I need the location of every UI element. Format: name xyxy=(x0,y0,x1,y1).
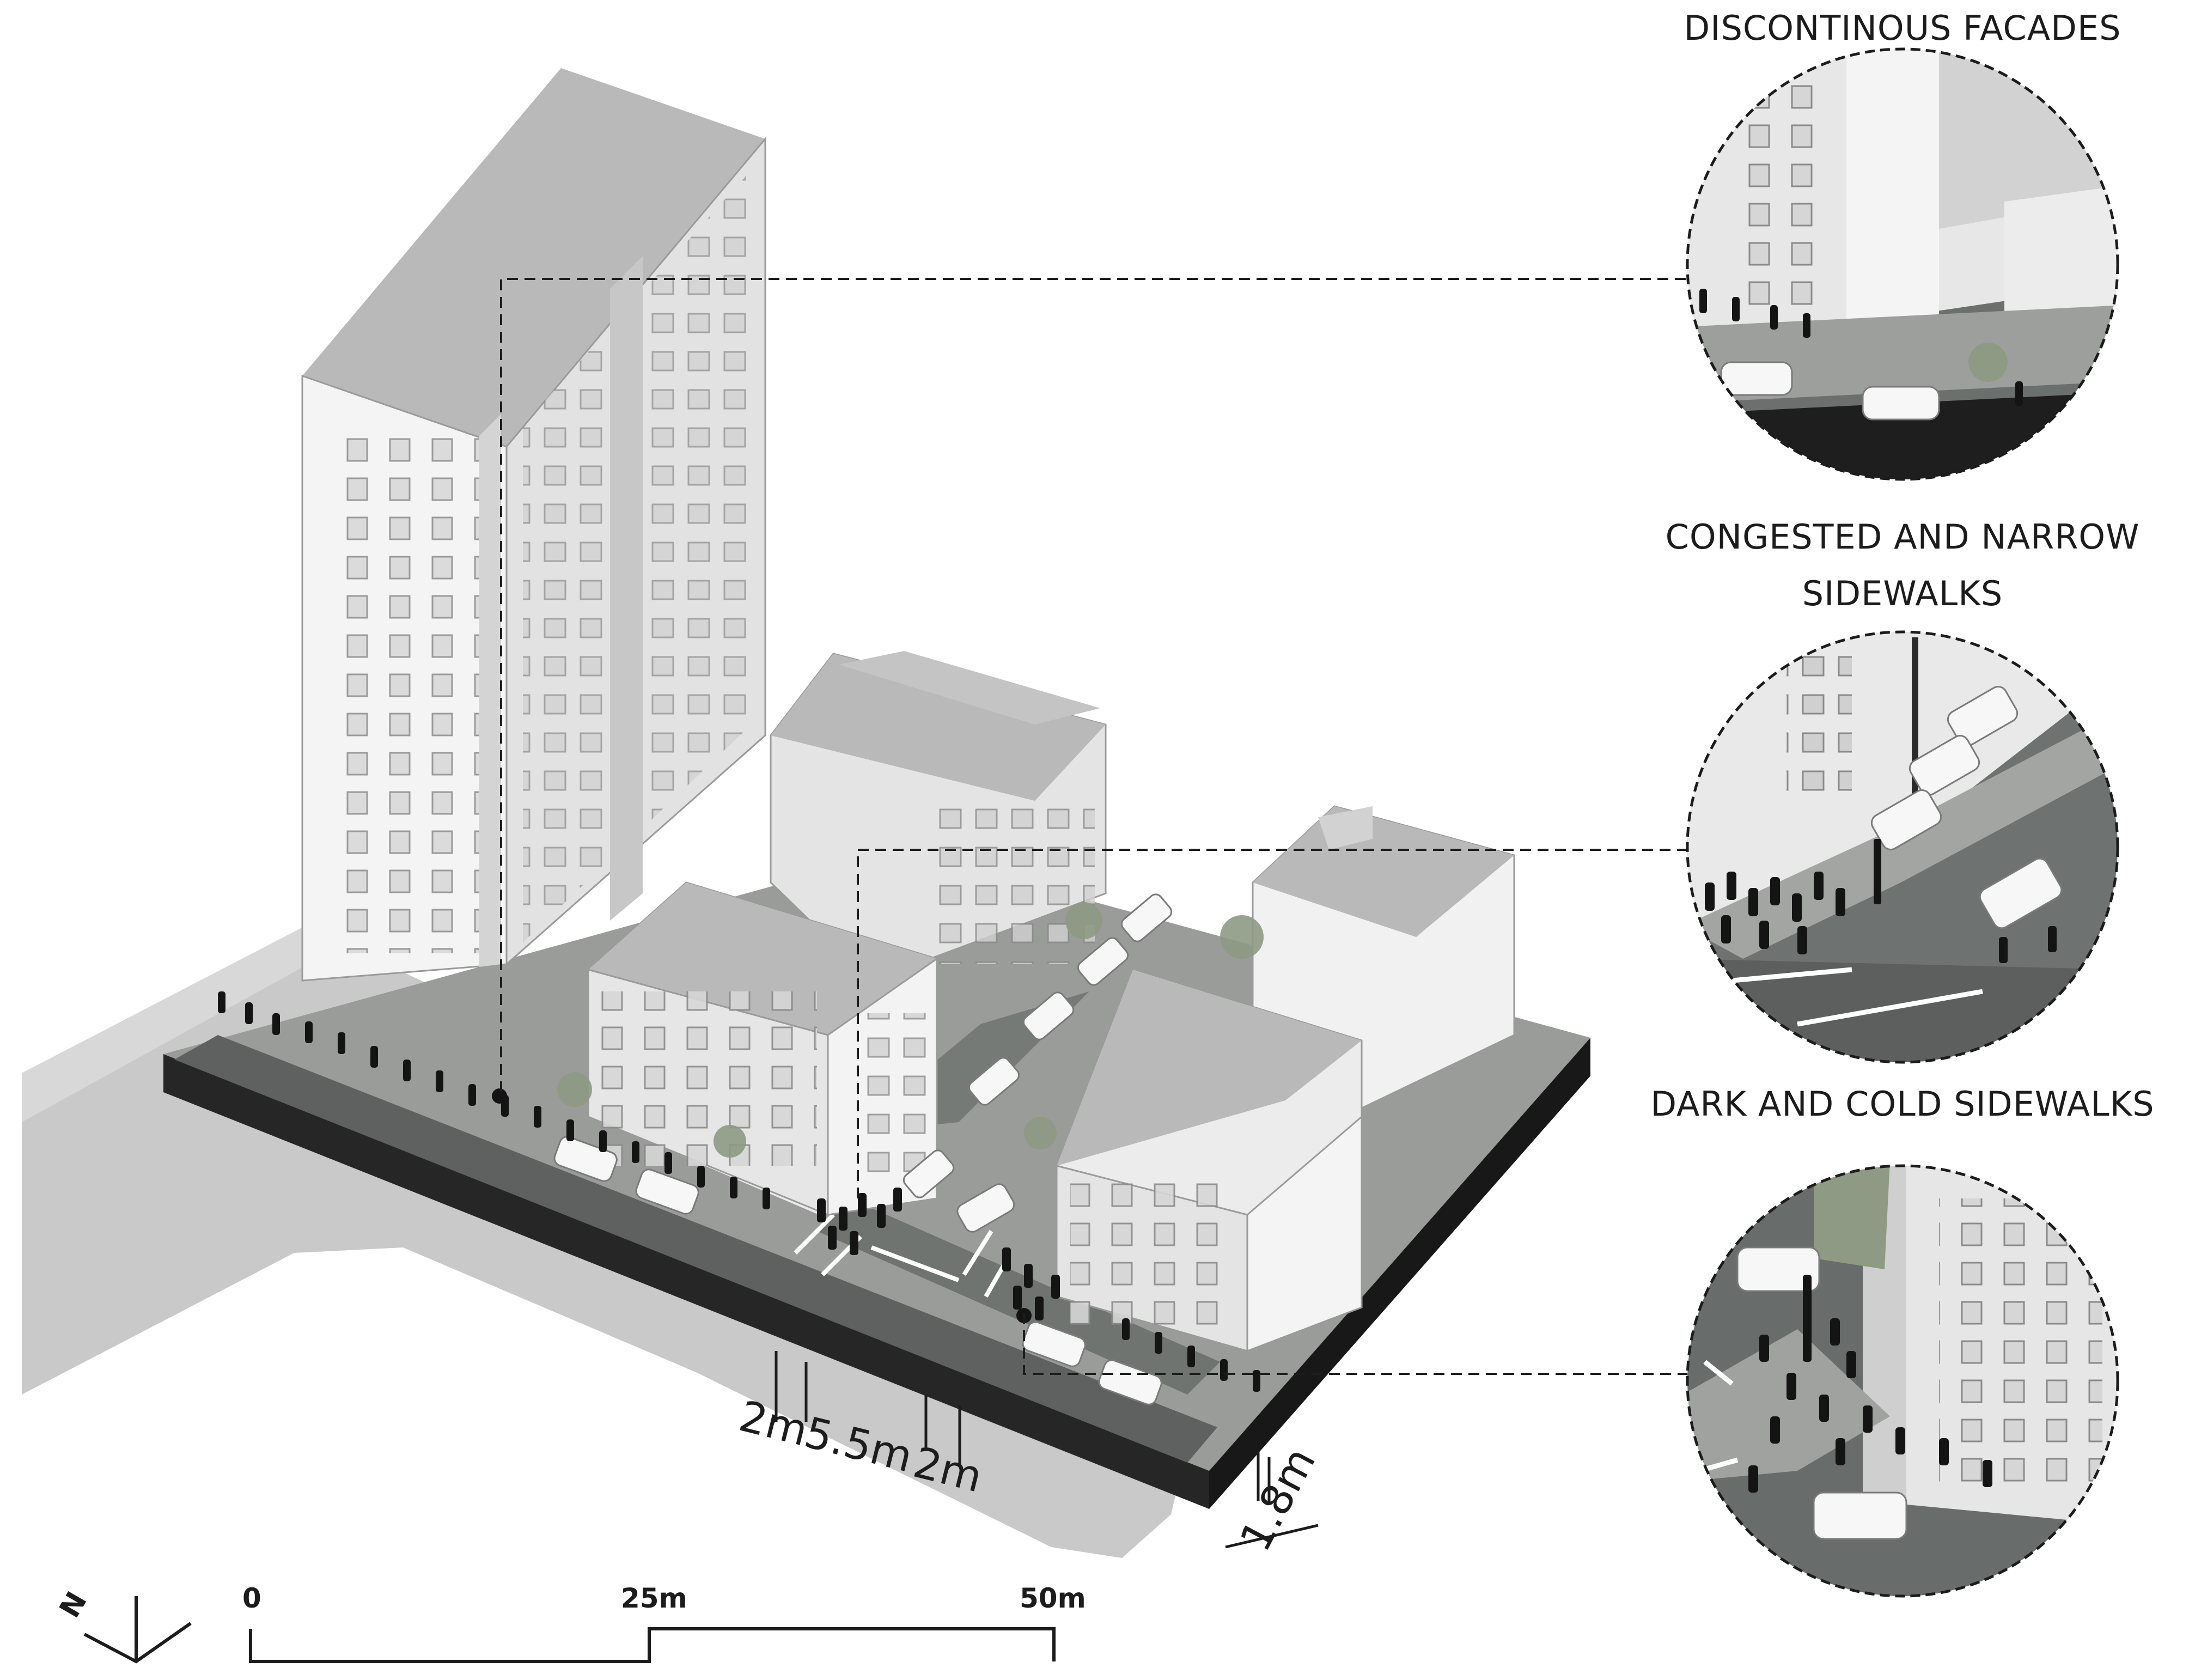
right-buildings xyxy=(1056,805,1515,1353)
callout-title-congested-sidewalks: CONGESTED AND NARROW SIDEWALKS xyxy=(1665,517,2140,613)
dimension-lines xyxy=(775,1351,1319,1549)
tall-tower xyxy=(301,68,766,982)
scale-label-25m: 25m xyxy=(621,1582,687,1614)
mid-rise-rear xyxy=(770,651,1107,982)
north-arrow xyxy=(83,1596,192,1664)
parked-cars xyxy=(553,893,1173,1405)
pedestrians xyxy=(218,991,1260,1392)
callout-circle-3 xyxy=(1686,1164,2119,1598)
leader-line-1 xyxy=(500,278,1687,1092)
scale-label-50m: 50m xyxy=(1020,1582,1086,1614)
marker-dot-1 xyxy=(492,1088,507,1104)
front-left-building xyxy=(587,881,938,1216)
street-trees xyxy=(557,902,1264,1158)
leader-line-2 xyxy=(857,849,1687,1198)
callout-title-discontinous-facades: DISCONTINOUS FACADES xyxy=(1684,8,2121,48)
scale-bar xyxy=(249,1627,1056,1663)
callout-circle-1 xyxy=(1686,47,2119,481)
pedestrian-cluster-corner xyxy=(817,1188,1060,1320)
pedestrian-row-right xyxy=(1122,1318,1260,1392)
scale-label-0: 0 xyxy=(242,1582,261,1614)
leader-lines xyxy=(500,278,1687,1375)
leader-line-3 xyxy=(1023,1313,1687,1375)
callout-circle-2 xyxy=(1686,630,2119,1064)
callout-title-dark-cold-sidewalks: DARK AND COLD SIDEWALKS xyxy=(1650,1084,2155,1124)
